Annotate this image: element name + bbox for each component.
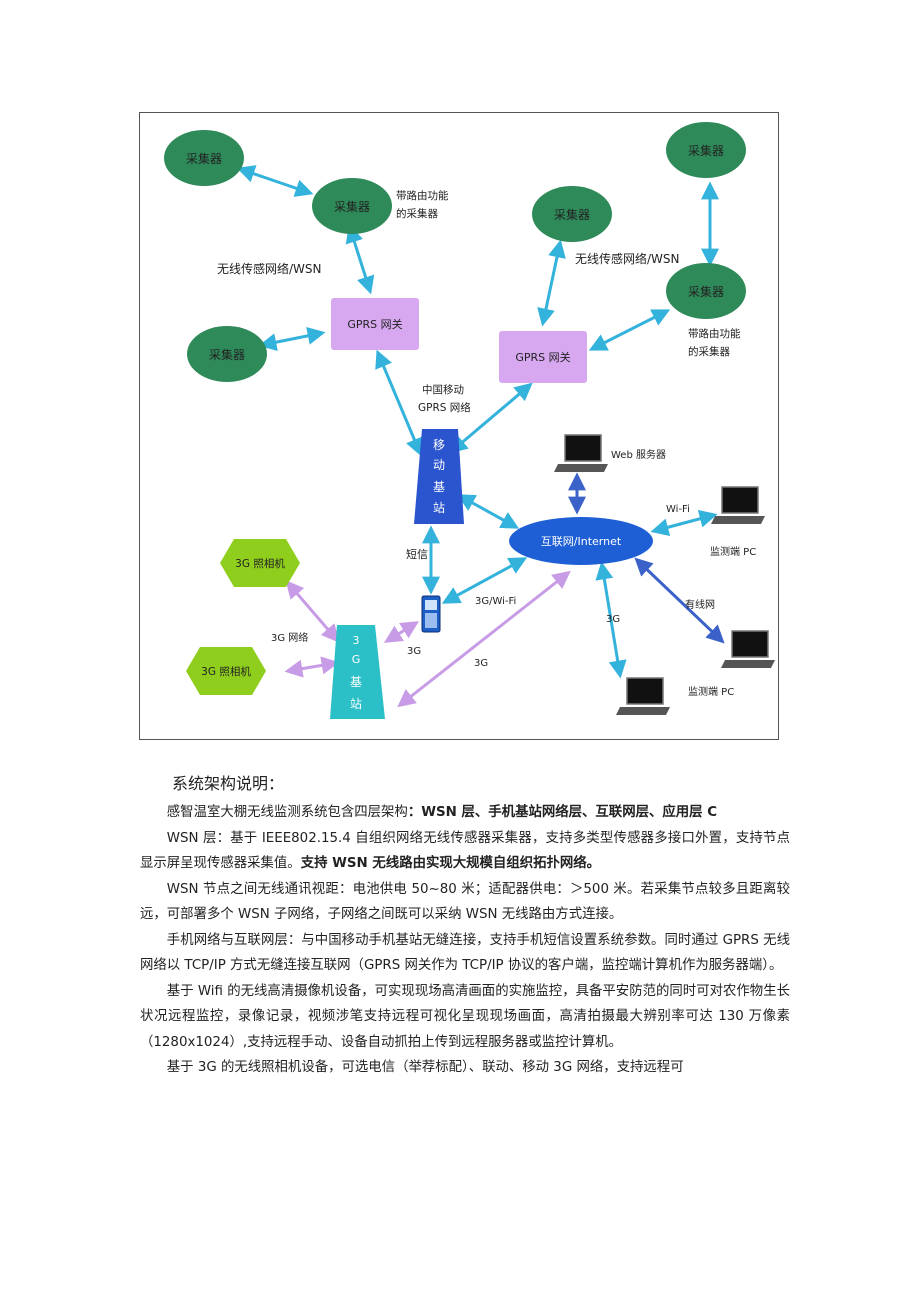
link-collector2-gateway1 — [345, 224, 375, 295]
paragraph-wifi-camera: 基于 Wifi 的无线高清摄像机设备，可实现现场高清画面的实施监控，具备平安防范… — [140, 983, 790, 1050]
g3-label: 3G — [407, 646, 421, 657]
routing-collector-label: 带路由功能 — [396, 189, 449, 202]
g3-label: 3G — [606, 614, 620, 625]
g3-camera-label: 3G 照相机 — [201, 665, 251, 678]
collector-node: 采集器 — [312, 178, 392, 234]
g3-station-char: 基 — [350, 675, 362, 689]
mobile-station-char: 动 — [433, 458, 445, 472]
collector-node: 采集器 — [666, 263, 746, 319]
monitor-pc-laptop-icon — [721, 630, 775, 668]
china-mobile-label: 中国移动 — [422, 383, 464, 396]
collector-label: 采集器 — [334, 199, 370, 214]
internet-label: 互联网/Internet — [541, 535, 622, 548]
gprs-gateway-node: GPRS 网关 — [499, 331, 587, 383]
link-collector4-gateway2 — [537, 239, 566, 327]
collector-label: 采集器 — [554, 207, 590, 222]
link-gateway1-mobile-station — [375, 349, 423, 457]
gprs-network-label: GPRS 网络 — [418, 401, 471, 414]
g3-network-label: 3G 网络 — [271, 631, 308, 644]
wired-net-label: 有线网 — [685, 598, 715, 611]
mobile-phone-icon — [421, 595, 441, 633]
link-collector6-gateway2 — [588, 309, 671, 351]
link-gateway2-mobile-station — [449, 382, 533, 454]
paragraph-3g-camera: 基于 3G 的无线照相机设备，可选电信（举荐标配）、联动、移动 3G 网络，支持… — [166, 1060, 684, 1075]
link-internet-monitor-pc3 — [595, 561, 627, 679]
paragraph-mobile-internet-layer: 手机网络与互联网层：与中国移动手机基站无缝连接，支持手机短信设置系统参数。同时通… — [140, 932, 790, 974]
paragraph-wsn-range: WSN 节点之间无线通讯视距：电池供电 50~80 米；适配器供电：＞500 米… — [140, 881, 790, 923]
g3-label: 3G — [474, 658, 488, 669]
architecture-diagram-canvas: 采集器 采集器 采集器 采集器 采集器 采集器 带路由功能 的采集器 带路由功能… — [164, 122, 775, 719]
architecture-description: 系统架构说明： 感智温室大棚无线监测系统包含四层架构：WSN 层、手机基站网络层… — [140, 770, 790, 1081]
paragraph-text: WSN 层：基于 IEEE802.15.4 自组织网络无线传感器采集器，支持多类… — [140, 830, 790, 872]
routing-collector-label: 的采集器 — [396, 207, 438, 220]
monitor-pc-label: 监测端 PC — [710, 545, 756, 558]
collector-node: 采集器 — [666, 122, 746, 178]
collector-label: 采集器 — [209, 347, 245, 362]
sms-label: 短信 — [406, 547, 428, 561]
collector-label: 采集器 — [688, 284, 724, 299]
g3-station-char: G — [352, 653, 361, 666]
paragraph-bold-text: ：WSN 层、手机基站网络层、互联网层、应用层 C — [407, 805, 718, 820]
routing-collector-label: 的采集器 — [688, 345, 730, 358]
purple-links — [284, 570, 571, 708]
g3-camera-node: 3G 照相机 — [220, 539, 300, 587]
link-g3-station-phone — [383, 621, 420, 643]
internet-node: 互联网/Internet — [509, 517, 653, 565]
monitor-pc-laptop-icon — [616, 677, 670, 715]
paragraph-wsn-layer: WSN 层：基于 IEEE802.15.4 自组织网络无线传感器采集器，支持多类… — [140, 826, 790, 877]
link-collector3-gateway1 — [258, 326, 326, 352]
collector-node: 采集器 — [164, 130, 244, 186]
gprs-gateway-label: GPRS 网关 — [347, 317, 402, 331]
g3-station-char: 3 — [353, 634, 360, 647]
wifi-label: Wi-Fi — [666, 504, 690, 515]
collector-node: 采集器 — [187, 326, 267, 382]
link-collector1-collector2 — [236, 165, 314, 197]
paragraph-architecture-layers: 感智温室大棚无线监测系统包含四层架构：WSN 层、手机基站网络层、互联网层、应用… — [140, 800, 790, 826]
g3-station-char: 站 — [350, 697, 362, 711]
link-camera2-g3-station — [284, 656, 340, 678]
g3-camera-node: 3G 照相机 — [186, 647, 266, 695]
wsn-label: 无线传感网络/WSN — [575, 251, 680, 266]
collector-label: 采集器 — [186, 151, 222, 166]
link-g3-station-internet — [397, 570, 571, 708]
g3-base-station: 3 G 基 站 — [330, 625, 385, 719]
monitor-pc-label: 监测端 PC — [688, 685, 734, 698]
link-camera1-g3-station — [285, 580, 340, 643]
mobile-station-char: 基 — [433, 480, 445, 494]
g3-camera-label: 3G 照相机 — [235, 557, 285, 570]
paragraph-text: 感智温室大棚无线监测系统包含四层架构 — [166, 805, 408, 820]
link-internet-monitor-pc1 — [650, 510, 718, 536]
routing-collector-label: 带路由功能 — [688, 327, 741, 340]
architecture-diagram: 采集器 采集器 采集器 采集器 采集器 采集器 带路由功能 的采集器 带路由功能… — [139, 112, 779, 740]
link-mobile-station-internet — [456, 494, 520, 529]
collector-node: 采集器 — [532, 186, 612, 242]
paragraph-bold-text: 支持 WSN 无线路由实现大规模自组织拓扑网络。 — [300, 856, 601, 871]
mobile-station-char: 移 — [433, 438, 445, 452]
web-server-label: Web 服务器 — [611, 448, 666, 461]
web-server-laptop-icon — [554, 434, 608, 472]
section-title: 系统架构说明： — [172, 774, 285, 793]
collector-label: 采集器 — [688, 143, 724, 158]
wsn-label: 无线传感网络/WSN — [217, 261, 322, 276]
gprs-gateway-node: GPRS 网关 — [331, 298, 419, 350]
mobile-base-station: 移 动 基 站 — [414, 429, 464, 524]
mobile-station-char: 站 — [433, 501, 445, 515]
g3-wifi-label: 3G/Wi-Fi — [475, 596, 516, 607]
monitor-pc-laptop-icon — [711, 486, 765, 524]
link-internet-monitor-pc2 — [634, 557, 725, 644]
gprs-gateway-label: GPRS 网关 — [515, 350, 570, 364]
